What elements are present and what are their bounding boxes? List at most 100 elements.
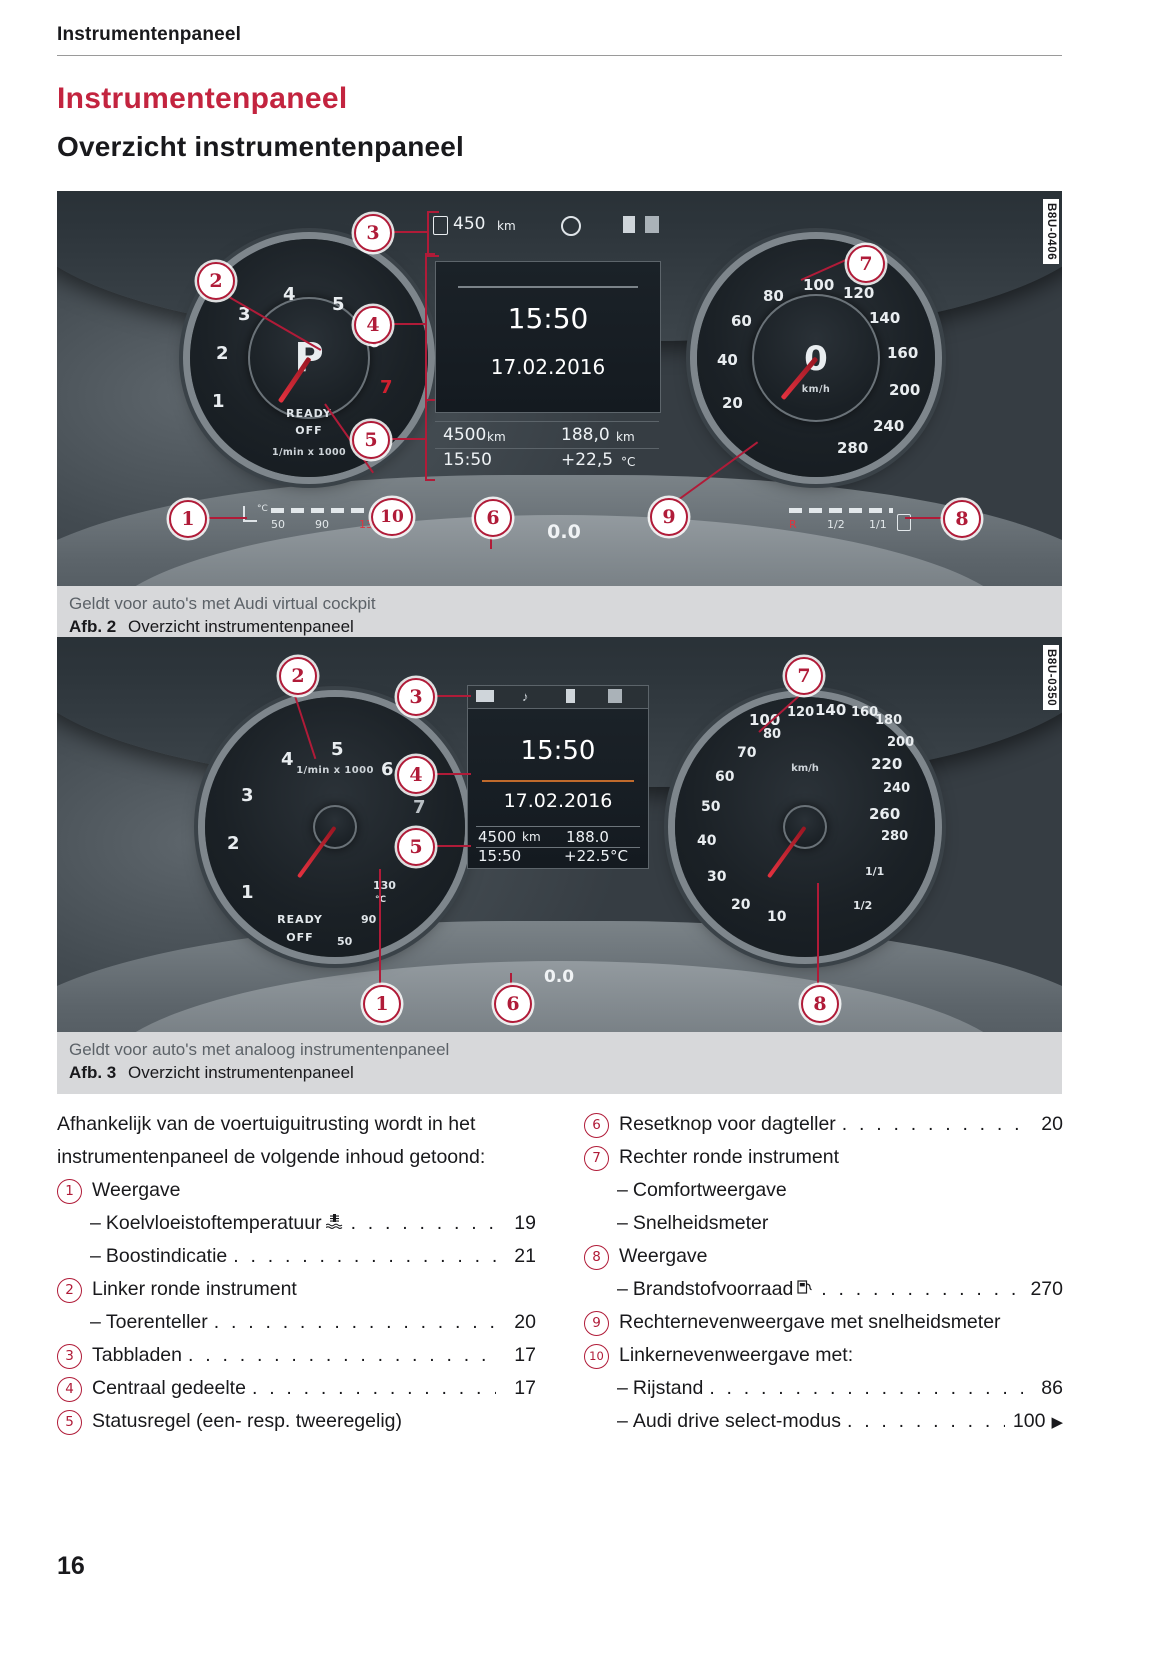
figure-afb-2-label: Afb. 2: [69, 617, 117, 636]
analog-display-clock: 15:50: [520, 736, 596, 766]
callout-10: 10: [371, 498, 413, 536]
speedometer-gauge: 0 km/h 20 40 60 80 100 120 140 160 200 2…: [697, 239, 935, 477]
callout-6: 6: [474, 499, 512, 537]
coolant-temp-icon: [243, 506, 257, 522]
legend-entry-9: 9 Rechternevenweergave met snelheidsmete…: [584, 1306, 1063, 1339]
leader-4: [387, 323, 427, 325]
sub-dash: –: [617, 1377, 628, 1399]
legend-number-1: 1: [57, 1179, 82, 1204]
analog-ready-label: READY: [277, 913, 323, 926]
leader3-4: [431, 773, 471, 775]
display-settings-icon: [476, 690, 494, 702]
analog-rpm-tick-4: 4: [281, 749, 294, 770]
figure-afb-3-image: 1/min x 1000 1 2 3 4 5 6 7 8 READY OFF 1…: [57, 637, 1062, 1032]
analog-rpm-tick-7: 7: [413, 797, 426, 818]
figure-afb-3-code: B8U-0350: [1043, 645, 1059, 711]
fuel-tick-half: 1/2: [827, 518, 845, 531]
running-header: Instrumentenpaneel: [57, 24, 1062, 56]
legend-entry-6: 6 Resetknop voor dagteller . . . . . . .…: [584, 1108, 1063, 1141]
leader-dots: . . . . . . . . . . . . . . . . . . . .: [846, 1410, 1006, 1432]
callout-1: 1: [169, 500, 207, 538]
section-title: Overzicht instrumentenpaneel: [57, 131, 465, 162]
analog-speed-tick-120: 120: [787, 705, 815, 720]
callout-8: 8: [943, 500, 981, 538]
callout3-2: 2: [279, 657, 317, 695]
sub-dash: –: [90, 1212, 101, 1234]
analog-off-label: OFF: [286, 931, 314, 944]
coolant-tick-50: 50: [271, 518, 285, 531]
speed-tick-240: 240: [873, 417, 905, 435]
legend-number-5: 5: [57, 1410, 82, 1435]
legend-label-5: Statusregel (een- resp. tweeregelig): [92, 1410, 402, 1432]
legend-number-8: 8: [584, 1245, 609, 1270]
sub-dash: –: [90, 1311, 101, 1333]
status-row-top: 4500 km 188,0 km: [435, 421, 659, 449]
central-display: 15:50 17.02.2016: [435, 261, 661, 413]
odometer-value: 4500: [443, 425, 487, 445]
outside-temp-value: +22,5: [561, 450, 614, 470]
bracket-5: [425, 399, 435, 481]
callout3-3: 3: [397, 678, 435, 716]
figure-afb-2-caption-text: Overzicht instrumentenpaneel: [127, 617, 354, 636]
coolant-temp-unit: °C: [257, 504, 268, 514]
intro-paragraph: Afhankelijk van de voertuiguitrusting wo…: [57, 1113, 486, 1168]
legend-sub-2-1: – Toerenteller . . . . . . . . . . . . .…: [57, 1306, 536, 1339]
trip-counter-readout: 0.0: [547, 521, 581, 543]
legend-label-4: Centraal gedeelte: [92, 1377, 246, 1399]
callout-7: 7: [847, 245, 885, 283]
display-clock: 15:50: [507, 302, 589, 335]
legend-number-3: 3: [57, 1344, 82, 1369]
rpm-tick-4: 4: [283, 284, 296, 305]
leader-1: [203, 517, 247, 519]
phone-icon: [566, 689, 575, 703]
rpm-tick-2: 2: [216, 343, 229, 364]
legend-sub-10-2: – Audi drive select-modus . . . . . . . …: [584, 1405, 1063, 1439]
legend-number-2: 2: [57, 1278, 82, 1303]
figure-afb-3-label: Afb. 3: [69, 1063, 117, 1082]
leader3-5: [431, 845, 471, 847]
legend-label-6: Resetknop voor dagteller: [619, 1113, 836, 1135]
bracket-4: [425, 253, 435, 401]
sub-dash: –: [90, 1245, 101, 1267]
analog-temp-tick-50: 50: [337, 935, 353, 948]
legend-sub-10-1: – Rijstand . . . . . . . . . . . . . . .…: [584, 1372, 1063, 1405]
legend-number-10: 10: [584, 1344, 609, 1369]
analog-speed-tick-40: 40: [697, 833, 717, 849]
rpm-tick-1: 1: [212, 391, 225, 412]
legend-sub-1-2: – Boostindicatie . . . . . . . . . . . .…: [57, 1240, 536, 1273]
legend-sublabel-boostindicatie: Boostindicatie: [105, 1245, 228, 1267]
speed-unit-label: km/h: [801, 384, 831, 395]
fuel-range-unit: km: [497, 219, 516, 233]
legend-sublabel-brandstofvoorraad: Brandstofvoorraad: [632, 1278, 794, 1300]
fuel-range-value: 450: [453, 214, 486, 234]
legend-page-rijstand: 86: [1041, 1377, 1063, 1399]
analog-outside-temp: +22.5°C: [564, 847, 628, 865]
legend-entry-2: 2 Linker ronde instrument: [57, 1273, 536, 1306]
fuel-tick-reserve: R: [789, 518, 797, 531]
analog-rpm-tick-3: 3: [241, 785, 254, 806]
sub-dash: –: [617, 1212, 628, 1234]
analog-speed-tick-70: 70: [737, 745, 757, 761]
analog-speed-tick-80: 80: [763, 727, 782, 742]
analog-temp-tick-130: 130: [373, 879, 396, 892]
legend-label-9: Rechternevenweergave met snelheidsmeter: [619, 1311, 1001, 1333]
odometer-unit: km: [487, 430, 506, 444]
fuel-pump-icon-right: [897, 514, 911, 531]
steering-wheel-icon: [561, 216, 581, 236]
analog-temp-tick-90: 90: [361, 913, 377, 926]
legend-label-8: Weergave: [619, 1245, 708, 1267]
leader3-1: [379, 869, 381, 997]
analog-rev-counter-gauge: 1/min x 1000 1 2 3 4 5 6 7 8 READY OFF 1…: [205, 697, 465, 957]
legend-page-brandstofvoorraad: 270: [1030, 1278, 1063, 1300]
legend-label-2: Linker ronde instrument: [92, 1278, 297, 1300]
status-clock: 15:50: [443, 450, 492, 470]
speed-tick-60: 60: [731, 312, 752, 330]
callout-3: 3: [354, 214, 392, 252]
analog-odometer-unit: km: [522, 830, 541, 844]
legend-sublabel-snelheidsmeter: Snelheidsmeter: [632, 1212, 769, 1234]
legend-entry-8: 8 Weergave: [584, 1240, 1063, 1273]
navigation-icon: [608, 689, 622, 703]
analog-speed-tick-20: 20: [731, 897, 751, 913]
speed-tick-120: 120: [843, 284, 875, 302]
